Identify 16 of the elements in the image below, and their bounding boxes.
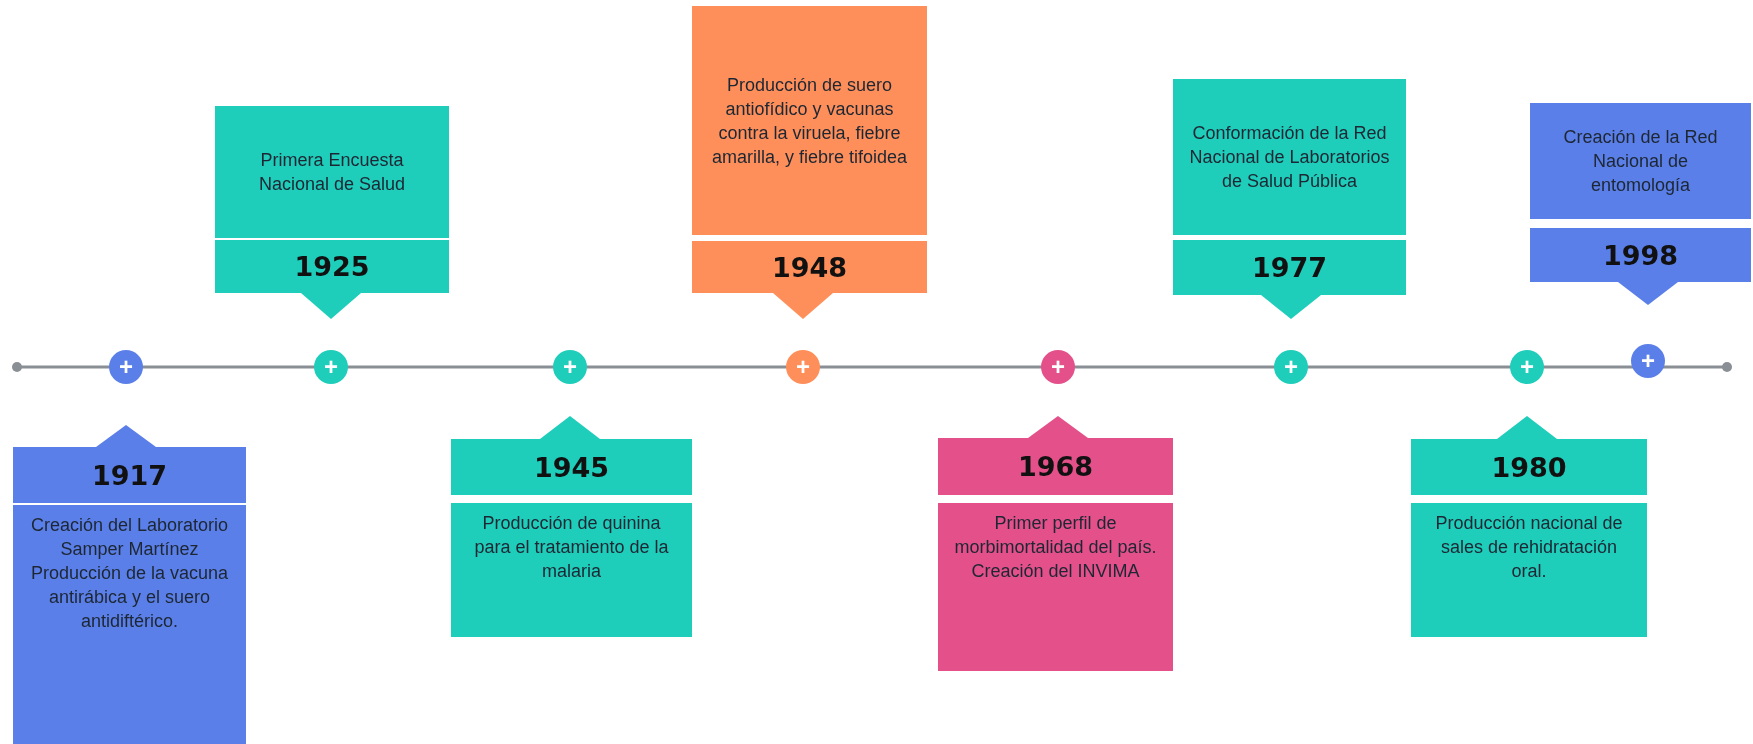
plus-marker: + (314, 350, 348, 384)
plus-marker: + (1274, 350, 1308, 384)
description-box: Conformación de la Red Nacional de Laboratorios de Salud Pública (1173, 79, 1406, 235)
description-box: Creación del Laboratorio Samper Martínez Producción de la vacuna antirábica y el suero antidiftérico. (13, 505, 246, 744)
description-box: Producción de suero antiofídico y vacunas contra la viruela, fiebre amarilla, y fiebre tifoidea (692, 6, 927, 235)
plus-marker: + (109, 350, 143, 384)
plus-marker: + (553, 350, 587, 384)
description-box: Primer perfil de morbimortalidad del país. Creación del INVIMA (938, 503, 1173, 671)
plus-marker: + (1631, 344, 1665, 378)
description-box: Producción de quinina para el tratamiento de la malaria (451, 503, 692, 637)
description-box: Creación de la Red Nacional de entomología (1530, 103, 1751, 219)
plus-marker: + (1041, 350, 1075, 384)
plus-marker: + (786, 350, 820, 384)
description-box: Producción nacional de sales de rehidratación oral. (1411, 503, 1647, 637)
description-box: Primera Encuesta Nacional de Salud (215, 106, 449, 238)
plus-marker: + (1510, 350, 1544, 384)
